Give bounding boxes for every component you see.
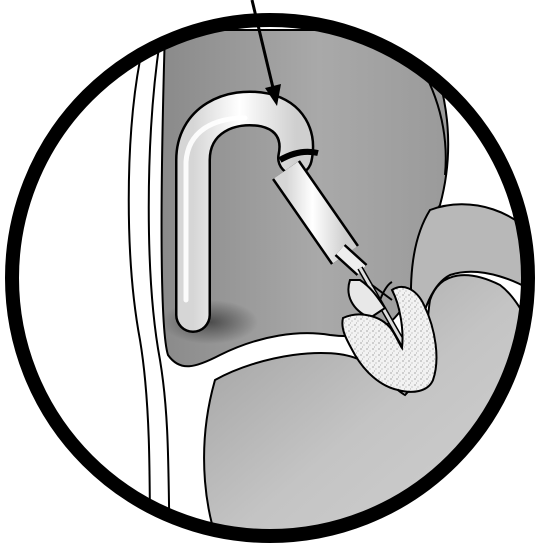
- illustration-canvas: [0, 0, 542, 548]
- medical-illustration: [0, 0, 542, 548]
